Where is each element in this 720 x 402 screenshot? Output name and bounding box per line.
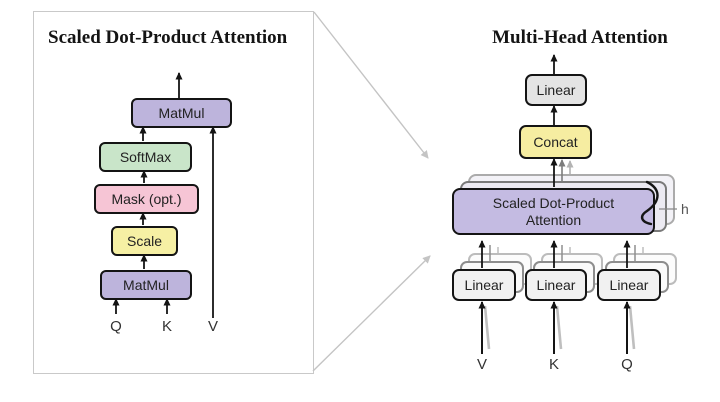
- box-scale: Scale: [111, 226, 178, 256]
- box-linear-q: Linear: [597, 269, 661, 301]
- input-label-v-right: V: [476, 356, 487, 373]
- shadow-line: [555, 305, 563, 350]
- shadow-line: [628, 305, 636, 350]
- shadow-line: [483, 305, 491, 350]
- box-linear-k: Linear: [525, 269, 587, 301]
- input-label-v: V: [207, 318, 218, 335]
- heads-count-label: h: [681, 201, 689, 217]
- box-concat: Concat: [519, 125, 592, 159]
- box-matmul-bottom: MatMul: [100, 270, 192, 300]
- input-label-k: K: [161, 318, 172, 335]
- input-label-k-right: K: [548, 356, 559, 373]
- box-matmul-top: MatMul: [131, 98, 232, 128]
- left-panel-title: Scaled Dot-Product Attention: [48, 27, 288, 48]
- input-label-q: Q: [110, 318, 122, 335]
- arrow-panel-link-top: [313, 11, 429, 159]
- box-softmax: SoftMax: [99, 142, 192, 172]
- right-panel-title: Multi-Head Attention: [492, 27, 668, 48]
- arrow-panel-link-bottom: [312, 255, 431, 372]
- box-mask-opt: Mask (opt.): [94, 184, 199, 214]
- box-linear-top: Linear: [525, 74, 587, 106]
- box-scaled-dot-product-attention: Scaled Dot-Product Attention: [452, 188, 655, 235]
- box-linear-v: Linear: [452, 269, 516, 301]
- input-label-q-right: Q: [621, 356, 633, 373]
